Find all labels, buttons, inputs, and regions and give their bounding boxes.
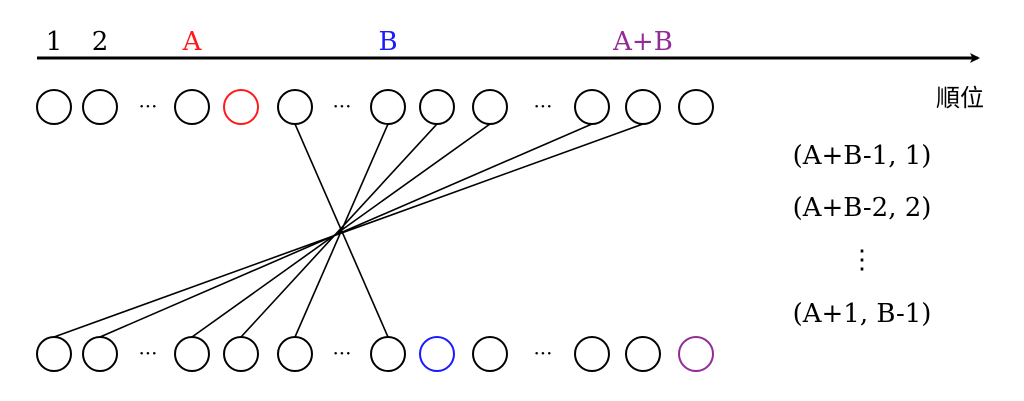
pair-link	[191, 123, 491, 338]
top-node	[678, 89, 714, 125]
top-node	[370, 89, 406, 125]
bottom-node-apb	[678, 336, 714, 372]
pair-label: (A+B-2, 2)	[793, 193, 932, 223]
axis-label: A+B	[612, 27, 673, 57]
ellipsis: ···	[332, 94, 351, 118]
bottom-node	[574, 336, 610, 372]
pair-label: (A+B-1, 1)	[793, 141, 932, 171]
axis-label: 1	[46, 27, 63, 57]
top-node	[277, 89, 313, 125]
bottom-node	[370, 336, 406, 372]
pair-link	[53, 123, 644, 338]
top-node	[174, 89, 210, 125]
bottom-node-b	[419, 336, 455, 372]
bottom-node	[625, 336, 661, 372]
ellipsis: ···	[533, 94, 552, 118]
top-node	[82, 89, 118, 125]
top-node	[625, 89, 661, 125]
top-node	[574, 89, 610, 125]
pair-label: ⋮	[849, 245, 875, 275]
top-node-a	[223, 89, 259, 125]
bottom-node	[36, 336, 72, 372]
bottom-node	[82, 336, 118, 372]
pair-link	[99, 123, 593, 338]
ellipsis: ···	[332, 341, 351, 365]
ellipsis: ···	[138, 94, 157, 118]
axis-label: A	[182, 27, 203, 57]
bottom-node	[174, 336, 210, 372]
bottom-node	[472, 336, 508, 372]
top-node	[36, 89, 72, 125]
axis-title: 順位	[936, 84, 984, 112]
pair-label: (A+1, B-1)	[793, 299, 932, 329]
ellipsis: ···	[533, 341, 552, 365]
top-node	[472, 89, 508, 125]
pair-link	[240, 123, 438, 338]
bottom-node	[223, 336, 259, 372]
axis-label: B	[378, 27, 397, 57]
ellipsis: ···	[138, 341, 157, 365]
top-node	[419, 89, 455, 125]
axis-label: 2	[92, 27, 109, 57]
bottom-node	[277, 336, 313, 372]
